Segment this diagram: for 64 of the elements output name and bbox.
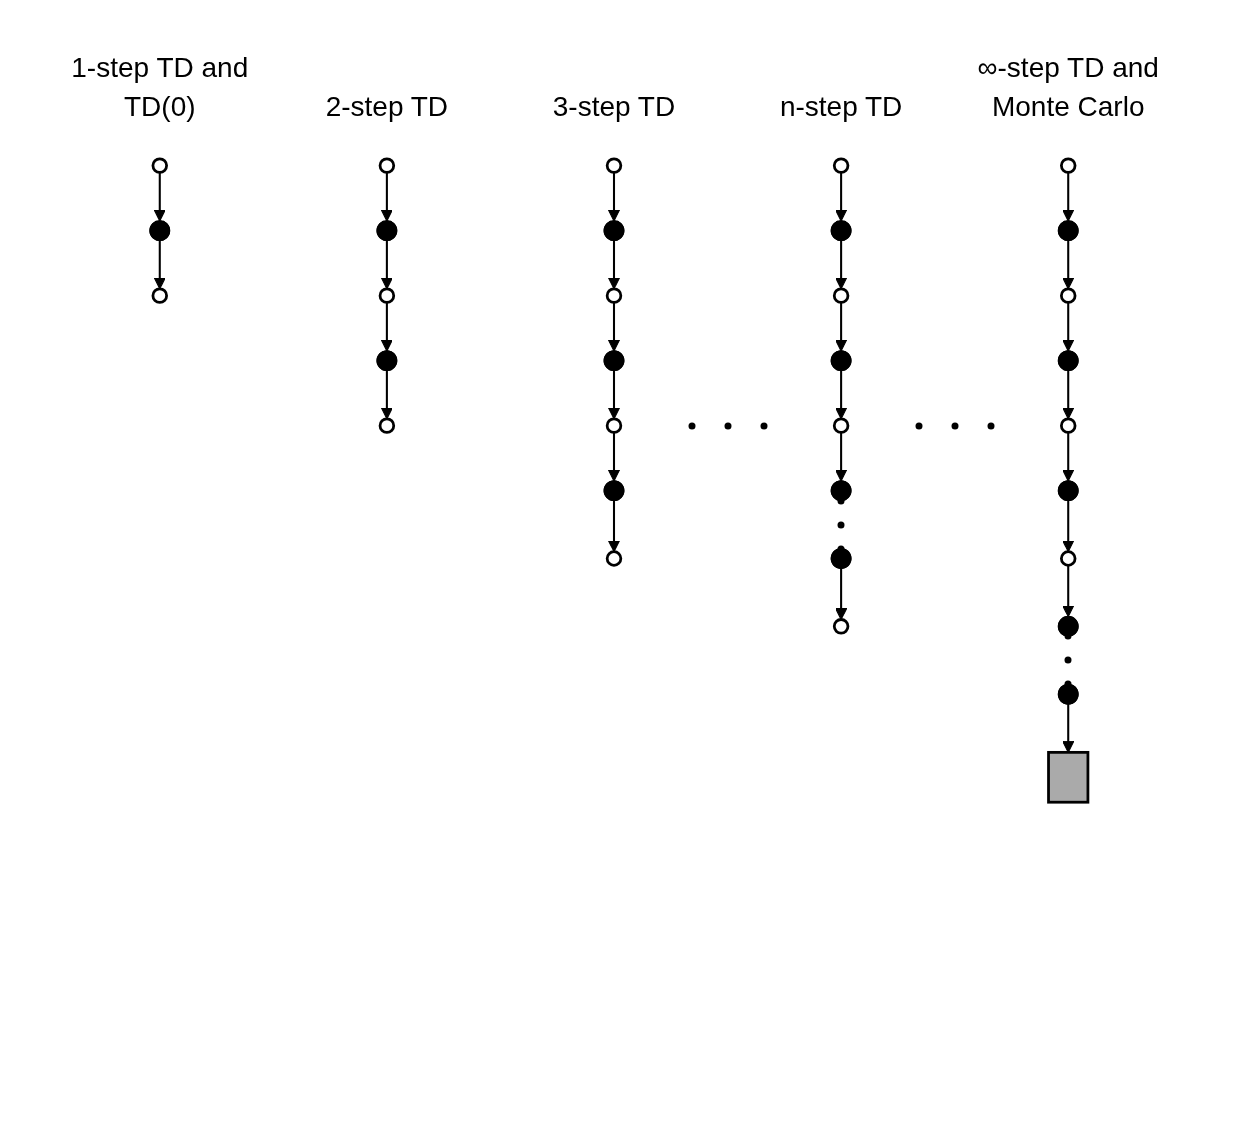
arrow bbox=[380, 172, 393, 222]
arrow bbox=[1062, 172, 1075, 222]
arrow bbox=[607, 240, 621, 290]
state-circle bbox=[1060, 157, 1077, 174]
filled-dot bbox=[830, 220, 852, 241]
filled-dot bbox=[603, 480, 625, 502]
state-circle bbox=[1060, 417, 1077, 434]
arrow bbox=[380, 302, 393, 352]
arrow bbox=[1062, 500, 1075, 553]
state-circle bbox=[378, 287, 396, 304]
arrow bbox=[153, 240, 166, 290]
arrow bbox=[607, 500, 621, 553]
filled-dot bbox=[603, 220, 625, 241]
column-heading: 1-step TD and TD(0) bbox=[70, 50, 250, 124]
column-heading: n-step TD bbox=[778, 89, 904, 124]
filled-dot bbox=[830, 350, 852, 371]
arrow bbox=[1062, 703, 1075, 753]
arrow bbox=[835, 568, 848, 621]
arrow bbox=[1062, 240, 1075, 290]
state-circle bbox=[378, 157, 396, 174]
arrow bbox=[607, 172, 621, 222]
filled-dot bbox=[1057, 615, 1079, 637]
arrow bbox=[153, 172, 166, 222]
column-heading: 3-step TD bbox=[551, 89, 677, 124]
arrow bbox=[1062, 565, 1075, 618]
state-circle bbox=[832, 417, 850, 434]
arrow bbox=[1062, 370, 1075, 420]
arrow bbox=[835, 432, 848, 482]
state-circle bbox=[151, 157, 168, 174]
state-circle bbox=[151, 287, 168, 304]
filled-dot bbox=[1057, 220, 1079, 241]
state-circle bbox=[605, 550, 623, 567]
arrow bbox=[380, 240, 393, 290]
state-circle bbox=[605, 417, 623, 434]
arrow bbox=[835, 302, 848, 352]
arrow bbox=[380, 370, 393, 420]
filled-dot bbox=[1057, 480, 1079, 502]
arrow bbox=[835, 370, 848, 420]
state-circle bbox=[1060, 287, 1077, 304]
column-heading: 2-step TD bbox=[324, 89, 450, 124]
state-circle bbox=[832, 287, 850, 304]
arrow bbox=[607, 302, 621, 352]
arrow bbox=[1062, 302, 1075, 352]
filled-dot bbox=[830, 480, 852, 502]
arrow bbox=[835, 172, 848, 222]
column-heading: ∞-step TD and Monte Carlo bbox=[976, 50, 1160, 124]
state-circle bbox=[605, 157, 623, 174]
filled-dot bbox=[830, 548, 852, 569]
filled-dot bbox=[1057, 350, 1079, 371]
arrow bbox=[607, 370, 621, 420]
filled-dot bbox=[603, 350, 625, 371]
state-circle bbox=[378, 417, 396, 434]
arrow bbox=[607, 432, 621, 482]
filled-dot bbox=[1057, 683, 1079, 705]
state-circle bbox=[832, 157, 850, 174]
filled-dot bbox=[376, 220, 398, 241]
state-circle bbox=[605, 287, 623, 304]
arrow bbox=[1062, 432, 1075, 482]
terminal-square bbox=[1047, 750, 1090, 804]
arrow bbox=[835, 240, 848, 290]
filled-dot bbox=[149, 220, 171, 241]
state-circle bbox=[832, 618, 850, 635]
state-circle bbox=[1060, 550, 1077, 567]
filled-dot bbox=[376, 350, 398, 371]
